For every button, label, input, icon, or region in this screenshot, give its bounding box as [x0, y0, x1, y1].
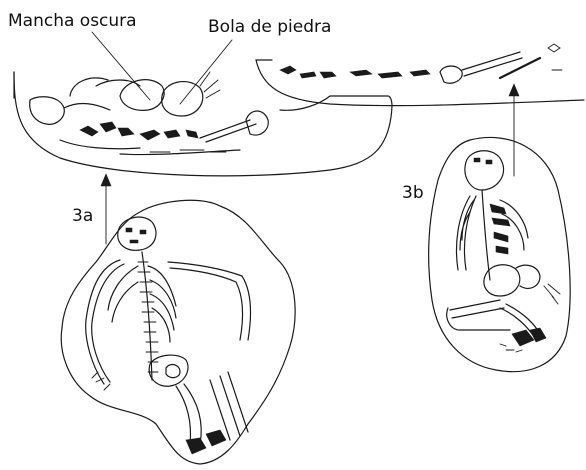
arrow-3b [509, 84, 519, 176]
burial-plan-3b [429, 137, 571, 371]
burial-plan-3a [61, 200, 295, 464]
label-burial-3b: 3b [402, 183, 424, 203]
leader-line-stone-ball [180, 40, 232, 104]
leader-line-dark-stain [92, 32, 150, 100]
arrow-3a [101, 174, 111, 244]
section-profile-3a [14, 72, 392, 176]
section-profile-3b [256, 44, 584, 106]
label-burial-3a: 3a [72, 206, 93, 226]
label-stone-ball: Bola de piedra [208, 17, 331, 37]
label-dark-stain: Mancha oscura [8, 11, 137, 31]
